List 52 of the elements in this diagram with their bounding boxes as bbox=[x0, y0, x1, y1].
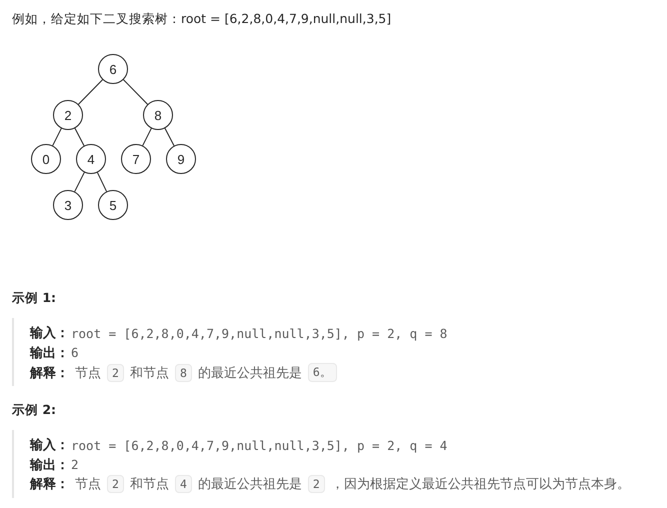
code-text: root = [6,2,8,0,4,7,9,null,null,3,5], p = 2, q = 8 bbox=[71, 326, 448, 340]
field-label: 解释： bbox=[30, 476, 69, 493]
tree-node-circle bbox=[31, 144, 61, 174]
tree-node-circle bbox=[121, 144, 151, 174]
node-value: 0 bbox=[42, 152, 50, 166]
inline-code: 2 bbox=[308, 475, 325, 493]
inline-code: 6。 bbox=[308, 363, 337, 382]
node-value: 5 bbox=[109, 198, 117, 212]
tree-node-circle bbox=[53, 190, 83, 220]
node-value: 8 bbox=[154, 108, 162, 122]
tree-edge bbox=[78, 79, 103, 105]
tree-edge bbox=[74, 172, 85, 192]
field-label: 解释： bbox=[30, 364, 69, 382]
code-text: 6 bbox=[71, 345, 79, 360]
tree-edge bbox=[96, 172, 108, 192]
node-value: 7 bbox=[132, 152, 140, 166]
example-heading: 示例 2: bbox=[12, 402, 56, 419]
field-label: 输入： bbox=[30, 436, 69, 454]
explanation-text: 的最近公共祖先是 bbox=[198, 364, 302, 382]
tree-edge bbox=[142, 128, 152, 146]
tree-node-circle bbox=[166, 144, 196, 174]
node-value: 9 bbox=[177, 152, 185, 166]
tree-node-circle bbox=[98, 190, 128, 220]
explanation-text: 节点 bbox=[75, 364, 101, 382]
explanation-text: 和节点 bbox=[130, 476, 169, 493]
tree-node-circle bbox=[98, 54, 128, 84]
inline-code: 4 bbox=[174, 475, 192, 493]
tree-edge bbox=[52, 128, 62, 146]
node-value: 2 bbox=[64, 108, 72, 122]
tree-edge bbox=[123, 79, 148, 105]
example-heading: 示例 1: bbox=[12, 290, 56, 307]
inline-code: 2 bbox=[107, 364, 124, 382]
explanation-text: 和节点 bbox=[130, 364, 169, 382]
node-value: 6 bbox=[109, 62, 117, 76]
inline-code: 2 bbox=[107, 475, 124, 493]
explanation-text: ，因为根据定义最近公共祖先节点可以为节点本身。 bbox=[330, 476, 630, 493]
explanation-text: 节点 bbox=[75, 476, 101, 493]
tree-node-circle bbox=[143, 100, 173, 130]
code-text: 2 bbox=[71, 457, 79, 472]
intro-text: 例如，给定如下二叉搜索树：root = [6,2,8,0,4,7,9,null,null,3,5] bbox=[12, 11, 392, 28]
field-label: 输入： bbox=[30, 324, 69, 342]
field-label: 输出： bbox=[30, 344, 69, 362]
tree-node-circle bbox=[53, 100, 83, 130]
tree-edge bbox=[164, 128, 175, 146]
explanation-text: 的最近公共祖先是 bbox=[198, 476, 302, 493]
node-value: 4 bbox=[87, 152, 95, 166]
code-text: root = [6,2,8,0,4,7,9,null,null,3,5], p = 2, q = 4 bbox=[71, 438, 448, 452]
tree-edge bbox=[74, 128, 85, 146]
inline-code: 8 bbox=[174, 364, 192, 382]
tree-node-circle bbox=[76, 144, 106, 174]
field-label: 输出： bbox=[30, 456, 69, 474]
node-value: 3 bbox=[64, 198, 72, 212]
